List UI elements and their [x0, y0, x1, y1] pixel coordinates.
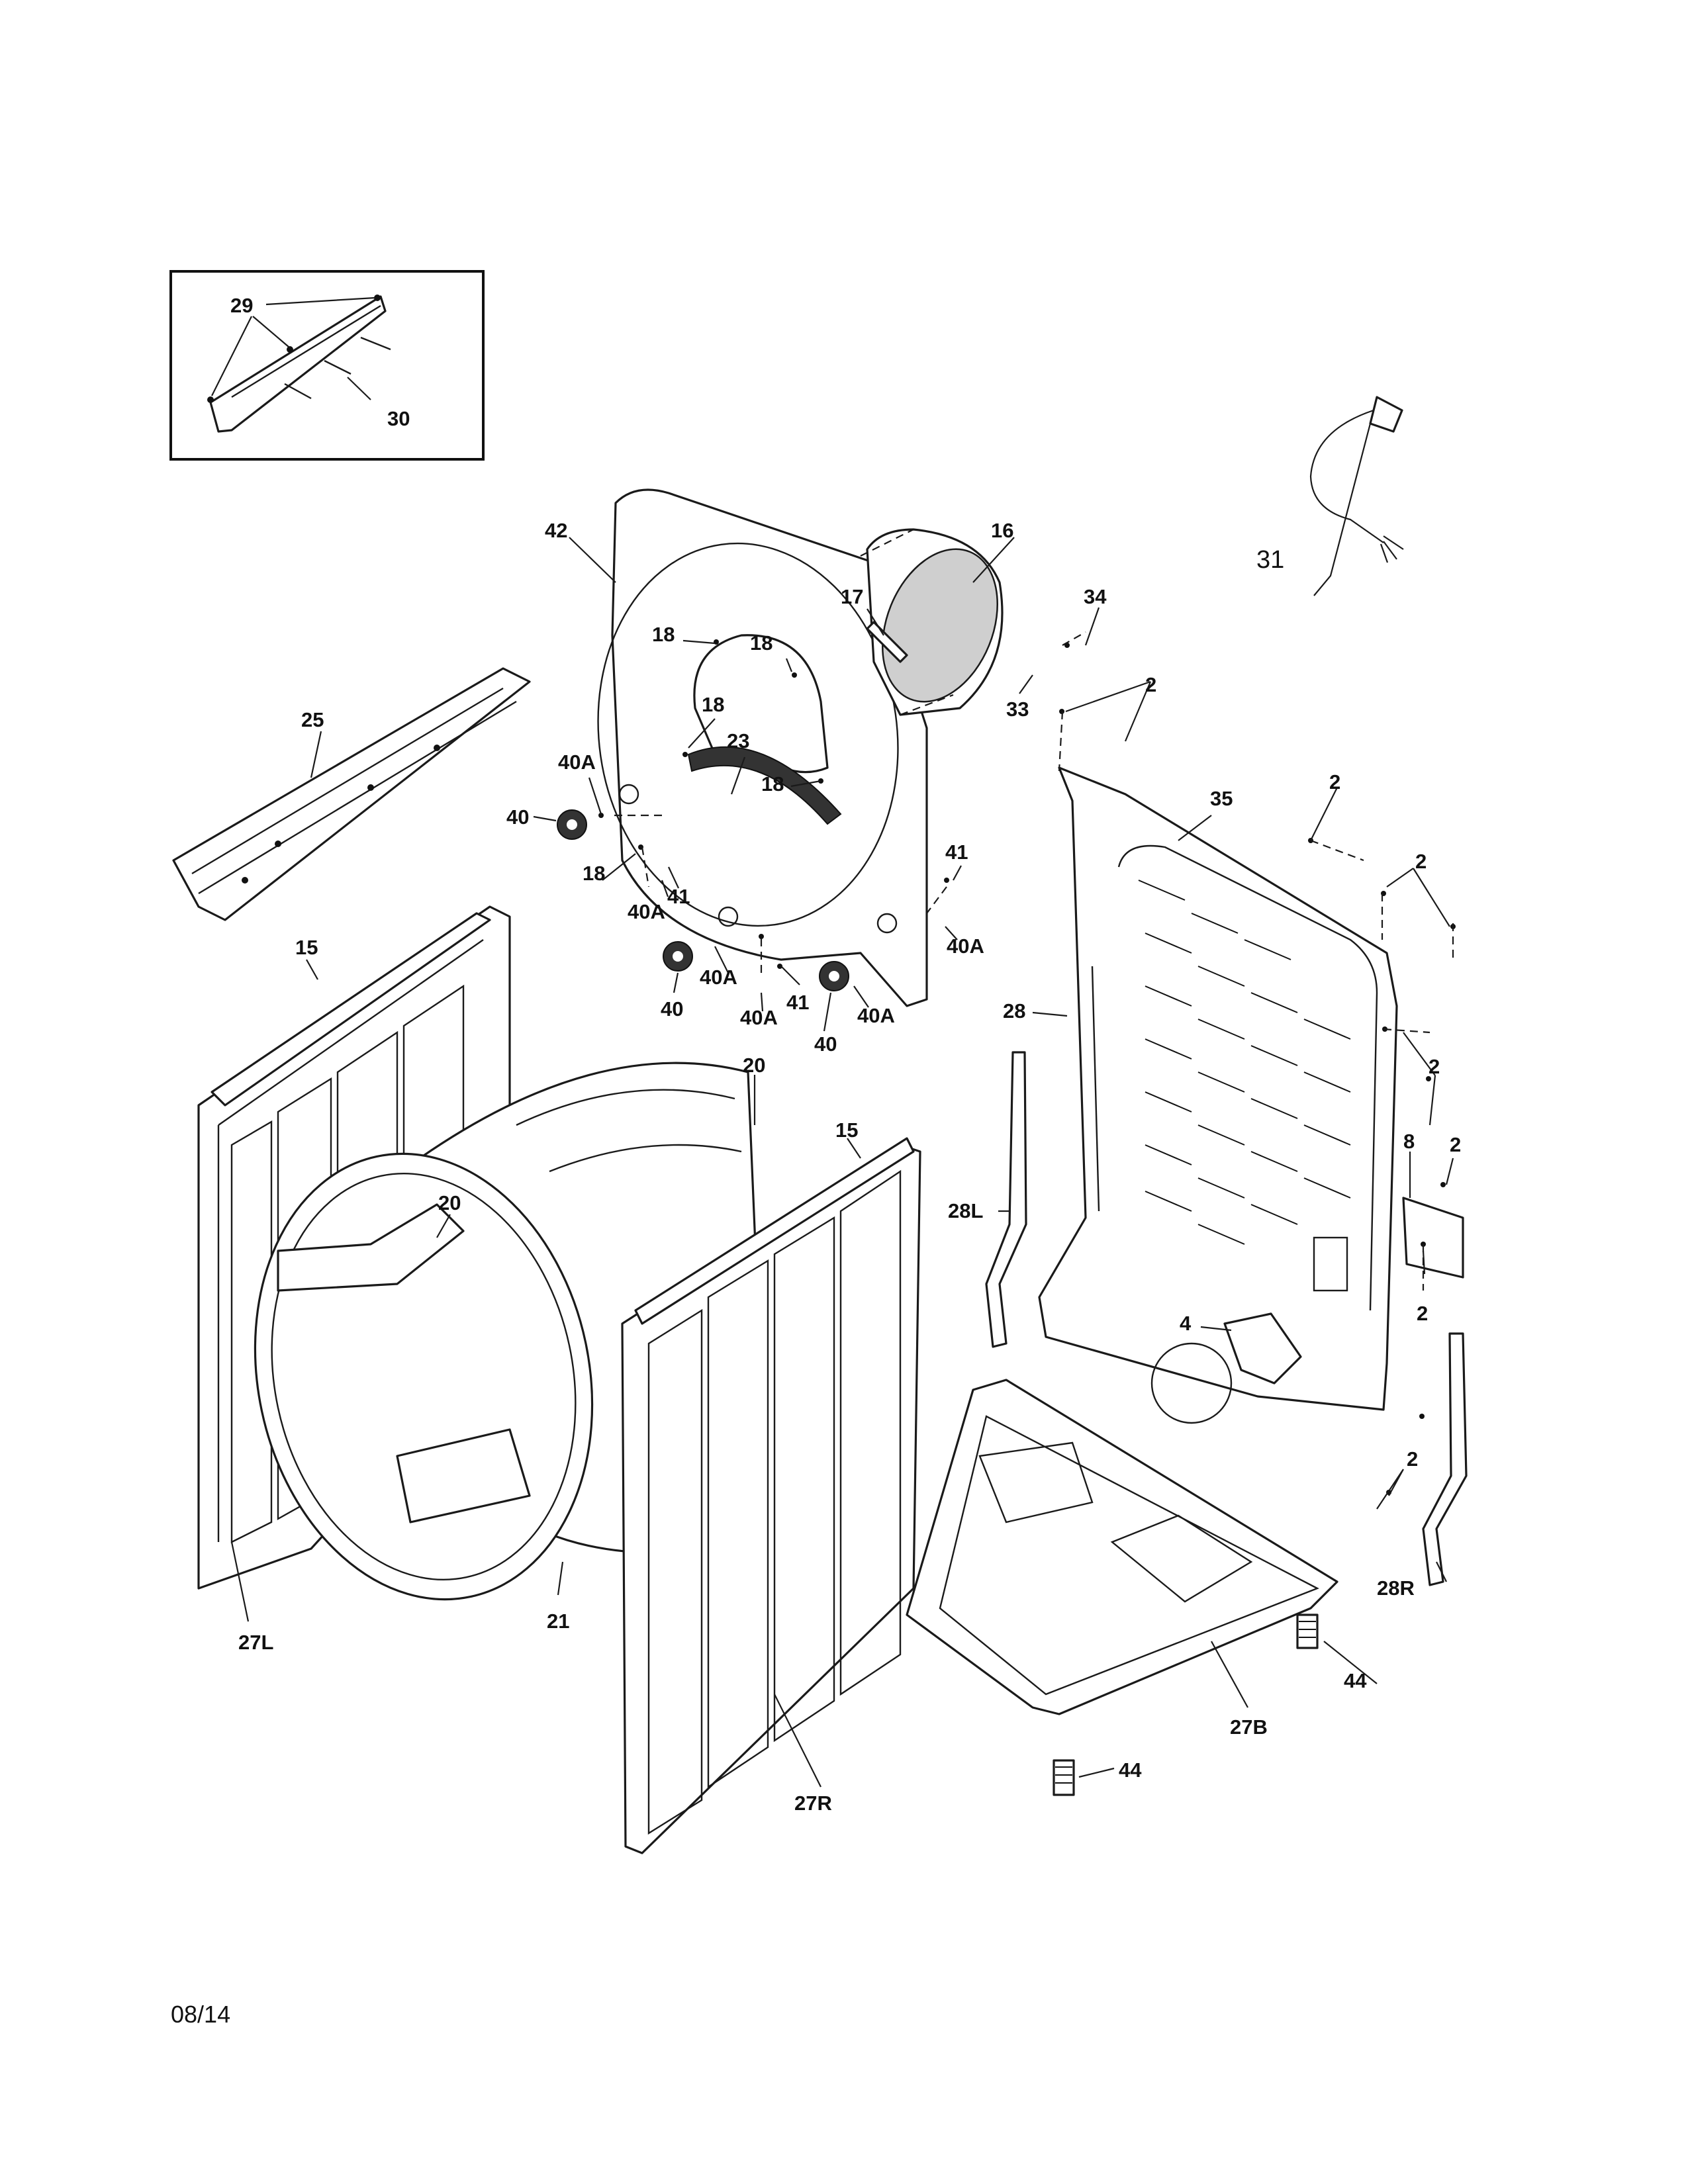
label-35: 35: [1210, 787, 1233, 810]
label-20-b: 20: [438, 1191, 461, 1214]
part-27R-right-panel: [621, 1137, 921, 1854]
label-2-b: 2: [1329, 770, 1340, 794]
label-40A-f: 40A: [740, 1006, 778, 1029]
label-2-c: 2: [1415, 850, 1427, 873]
part-35-rear-panel: [1038, 766, 1398, 1424]
label-18-a: 18: [652, 623, 675, 646]
label-2-g: 2: [1407, 1447, 1418, 1471]
part-44-leveling-feet: [1053, 1614, 1319, 1796]
label-41-a: 41: [945, 841, 968, 864]
label-40A-e: 40A: [857, 1004, 895, 1027]
label-17: 17: [841, 585, 863, 608]
label-2-f: 2: [1417, 1302, 1428, 1325]
label-44-a: 44: [1344, 1669, 1367, 1692]
label-15-a: 15: [295, 936, 318, 959]
label-2-d: 2: [1429, 1055, 1440, 1078]
label-27B: 27B: [1230, 1715, 1268, 1739]
label-25: 25: [301, 708, 324, 731]
label-40A-a: 40A: [558, 751, 596, 774]
part-25-top-bracket: [172, 667, 531, 921]
label-18-b: 18: [750, 631, 773, 655]
label-23: 23: [727, 729, 749, 752]
label-2-e: 2: [1450, 1133, 1461, 1156]
label-16: 16: [991, 519, 1013, 542]
label-27L: 27L: [238, 1631, 273, 1654]
label-31: 31: [1256, 546, 1284, 574]
label-42: 42: [545, 519, 567, 542]
part-31-power-cord: [1309, 396, 1404, 563]
label-8: 8: [1403, 1130, 1415, 1153]
part-28L-strip: [985, 1051, 1027, 1348]
label-27R: 27R: [794, 1792, 832, 1815]
label-21: 21: [547, 1610, 569, 1633]
part-40-rollers: [557, 809, 849, 991]
label-29: 29: [230, 294, 253, 317]
label-28L: 28L: [948, 1199, 983, 1222]
label-30: 30: [387, 407, 410, 430]
label-40-b: 40: [661, 997, 683, 1021]
label-40A-b: 40A: [628, 900, 665, 923]
part-27B-base: [906, 1379, 1338, 1715]
label-40A-d: 40A: [700, 966, 737, 989]
label-4: 4: [1180, 1312, 1192, 1335]
label-40-a: 40: [506, 805, 529, 829]
inset-bracket-detail: [169, 270, 485, 461]
part-42-front-bulkhead: [597, 488, 928, 1007]
label-20-a: 20: [743, 1054, 765, 1077]
part-16-lint-housing: [866, 528, 1004, 716]
label-34: 34: [1084, 585, 1107, 608]
label-40A-c: 40A: [947, 934, 984, 958]
label-15-b: 15: [835, 1118, 858, 1142]
label-18-e: 18: [583, 862, 605, 885]
label-44-b: 44: [1119, 1758, 1142, 1782]
label-18-c: 18: [702, 693, 724, 716]
part-8-bracket: [1402, 1197, 1464, 1279]
label-41-b: 41: [667, 885, 690, 908]
part-28R-strip: [1422, 1332, 1468, 1586]
date-code: 08/14: [171, 2001, 230, 2028]
label-28: 28: [1003, 999, 1025, 1023]
label-28R: 28R: [1377, 1576, 1415, 1600]
label-18-d: 18: [761, 772, 784, 796]
label-40-c: 40: [814, 1032, 837, 1056]
label-33: 33: [1006, 698, 1029, 721]
label-2-a: 2: [1145, 673, 1156, 696]
label-41-c: 41: [786, 991, 809, 1014]
